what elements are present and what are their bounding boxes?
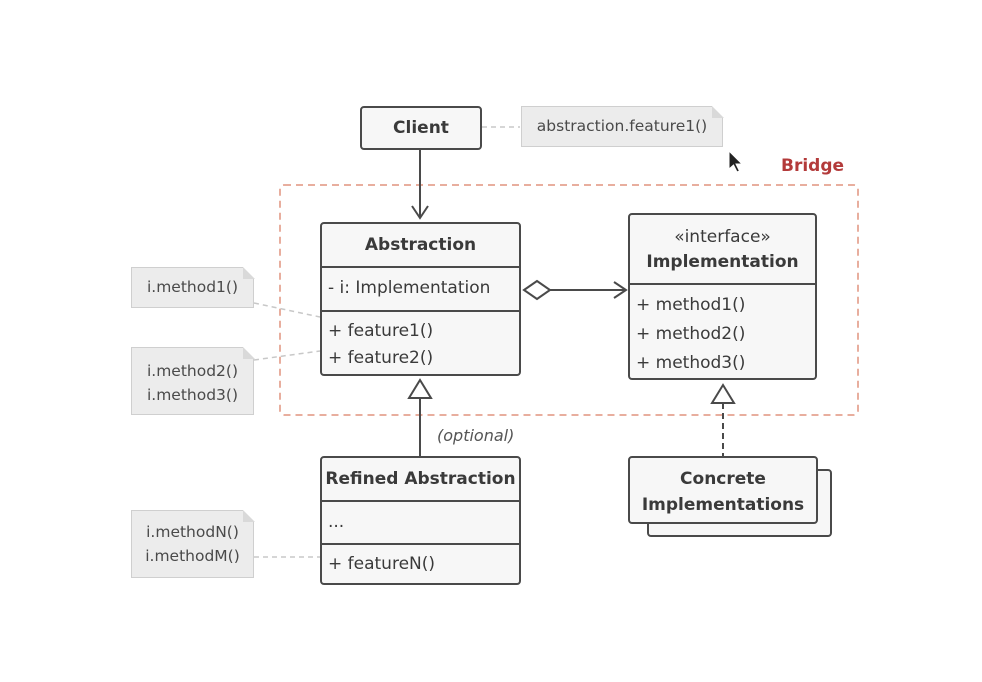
refined-fields: ... [322,500,519,543]
implementation-header: «interface» Implementation [630,215,815,283]
client-box[interactable]: Client [360,106,482,150]
note-feature2: i.method2() i.method3() [131,346,255,415]
refined-inheritance-triangle [407,378,433,399]
implementation-method2: + method2() [636,324,746,344]
implementation-stereotype: «interface» [674,227,771,247]
note-feature2-link [253,350,321,361]
abstraction-class[interactable]: Abstraction - i: Implementation + featur… [320,222,521,376]
note-feature2-line2: i.method3() [146,386,239,404]
refined-method-featureN: + featureN() [328,554,436,574]
implementation-method3: + method3() [636,353,746,373]
implementation-interface[interactable]: «interface» Implementation + method1() +… [628,213,817,380]
implementation-method1: + method1() [636,295,746,315]
refined-methods: + featureN() [322,543,519,578]
concrete-implementations-class[interactable]: Concrete Implementations [628,456,818,524]
concrete-line2: Implementations [641,495,805,515]
abstraction-fields: - i: Implementation [322,266,519,310]
note-fold-icon [242,266,255,279]
concrete-line1: Concrete [680,469,766,489]
aggregation-arrowhead [613,281,628,299]
refined-title: Refined Abstraction [325,469,516,489]
abstraction-method-feature2: + feature2() [328,348,434,368]
abstraction-field: - i: Implementation [328,278,491,298]
note-featureN: i.methodN() i.methodM() [131,509,255,578]
note-feature1: i.method1() [131,266,255,308]
implementation-title: Implementation [646,252,799,272]
abstraction-title: Abstraction [364,235,477,255]
note-featureN-line2: i.methodM() [145,547,240,565]
note-featureN-line1: i.methodN() [146,523,239,541]
client-note-text: abstraction.feature1() [536,117,708,135]
refined-abstraction-class[interactable]: Refined Abstraction ... + featureN() [320,456,521,585]
abstraction-method-feature1: + feature1() [328,321,434,341]
concrete-realization-triangle [710,383,736,404]
note-fold-icon [711,105,724,118]
note-fold-icon [242,509,255,522]
note-feature2-line1: i.method2() [146,362,239,380]
note-feature1-text: i.method1() [146,278,239,296]
refined-field: ... [328,512,345,532]
bridge-boundary [279,184,859,416]
mouse-cursor-icon [728,150,744,173]
implementation-methods: + method1() + method2() + method3() [630,283,815,378]
client-note: abstraction.feature1() [521,105,724,147]
abstraction-methods: + feature1() + feature2() [322,310,519,372]
bridge-label: Bridge [781,156,845,176]
client-abstraction-arrowhead [411,205,429,220]
aggregation-diamond [522,279,552,301]
note-fold-icon [242,346,255,359]
optional-label: (optional) [437,426,515,445]
note-feature1-link [253,302,321,318]
client-label: Client [393,118,449,138]
